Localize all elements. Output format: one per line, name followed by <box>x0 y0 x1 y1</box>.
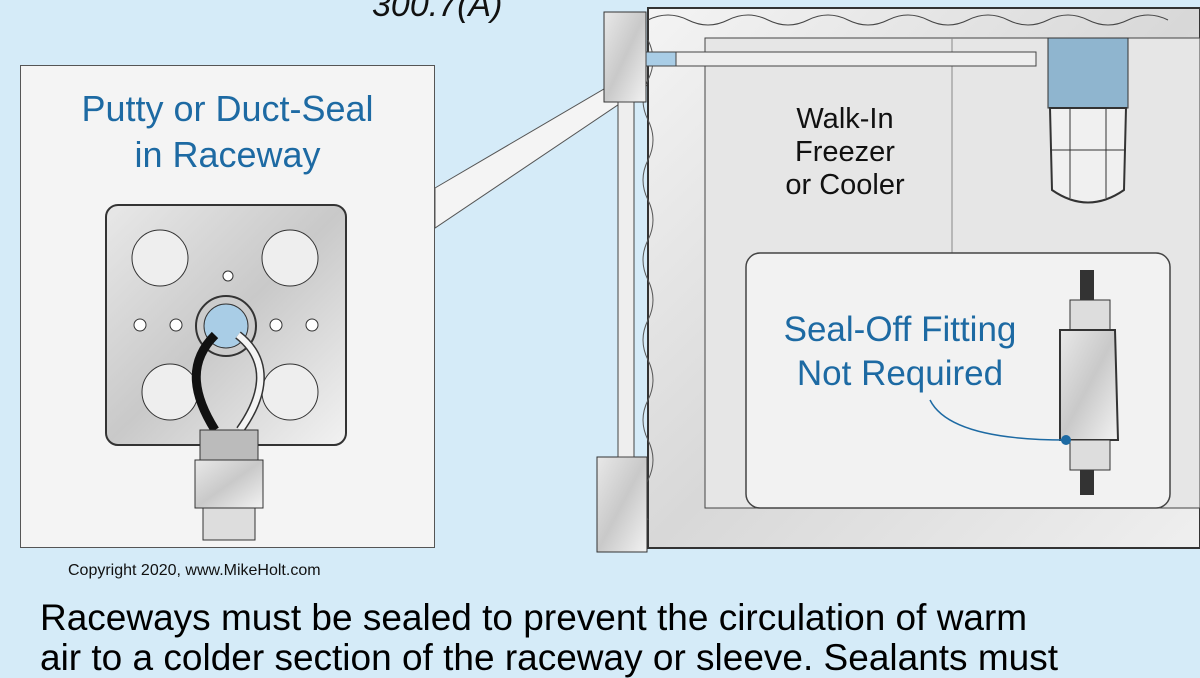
conduit-horizontal <box>645 51 1037 67</box>
conduit-vertical <box>617 101 635 458</box>
room-label: Walk-In Freezer or Cooler <box>760 103 930 202</box>
detail-title-line1: Putty or Duct-Seal <box>81 88 374 129</box>
lower-box <box>596 456 648 553</box>
seal-label-line1: Seal-Off Fitting <box>783 310 1017 349</box>
callout-leader <box>929 399 1067 441</box>
caption-line2: air to a colder section of the raceway o… <box>40 637 1059 678</box>
copyright: Copyright 2020, www.MikeHolt.com <box>68 562 321 579</box>
light-fixture <box>1047 37 1129 204</box>
room-label-line1: Walk-In <box>796 103 894 135</box>
seal-label-line2: Not Required <box>796 354 1004 393</box>
detail-panel-title: Putty or Duct-Seal in Raceway <box>20 86 435 178</box>
room-label-line3: or Cooler <box>785 169 905 201</box>
detail-title-line2: in Raceway <box>134 134 321 175</box>
caption-line1: Raceways must be sealed to prevent the c… <box>40 597 1028 638</box>
junction-box <box>105 204 347 541</box>
code-reference: 300.7(A) <box>372 0 503 24</box>
upper-box <box>603 11 647 103</box>
room-label-line2: Freezer <box>795 136 895 168</box>
caption: Raceways must be sealed to prevent the c… <box>40 598 1200 678</box>
seal-callout-label: Seal-Off Fitting Not Required <box>755 308 1045 396</box>
seal-off-fitting <box>1059 270 1120 495</box>
